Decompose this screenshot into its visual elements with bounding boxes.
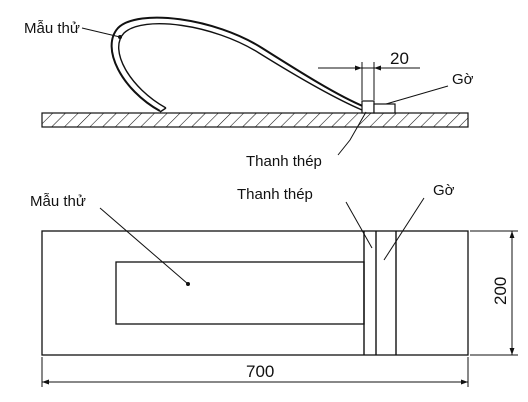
base-plate [41,112,469,128]
sample-tail [159,107,167,113]
leader-ridge-top [385,85,449,105]
dim-height-value: 200 [491,277,510,305]
plan-view: 700 200 Mẫu thử Thanh thép Gờ [30,182,518,387]
leader-bar-top [337,111,367,156]
label-bar-bottom: Thanh thép [237,186,313,203]
sample-loop-inner [118,23,363,111]
label-ridge-bottom: Gờ [433,182,455,199]
leader-sample-top [81,27,121,38]
label-ridge-top: Gờ [452,71,474,88]
leader-ridge-bottom [383,197,425,261]
sample-loop-outer [110,16,366,112]
label-sample-top: Mẫu thử [24,20,80,37]
plan-plate [41,230,469,356]
leader-sample-bottom [99,207,189,285]
steel-bar-block [361,100,375,114]
dim-width-value: 700 [246,362,274,381]
side-view: 20 Mẫu thử Gờ Thanh thép [24,16,474,170]
label-sample-bottom: Mẫu thử [30,193,86,210]
label-bar-top: Thanh thép [246,153,322,170]
ridge-block [373,103,396,114]
dim-gap-value: 20 [390,49,409,68]
leader-bar-bottom [345,201,373,249]
